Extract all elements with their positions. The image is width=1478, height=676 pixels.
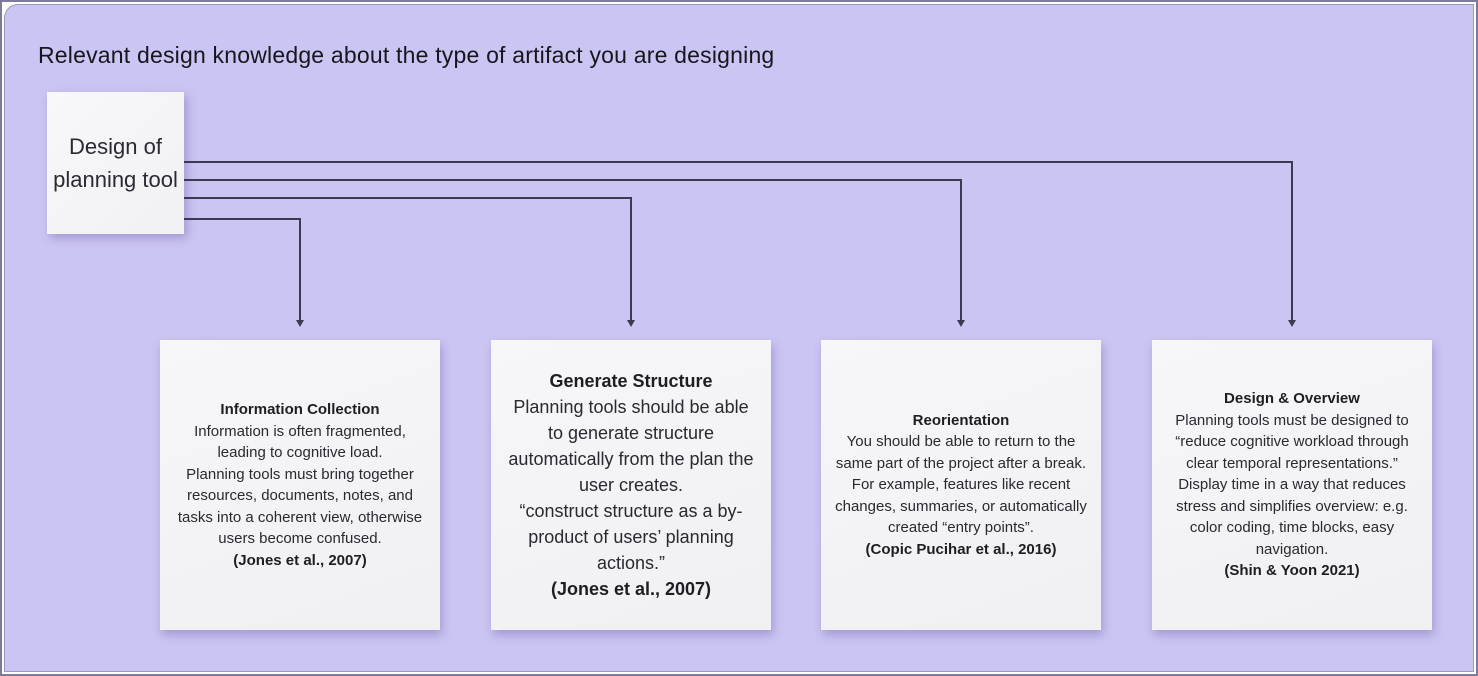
card-citation: (Jones et al., 2007) [550,579,712,599]
connector-horizontal-card1 [184,218,301,220]
card-information-collection[interactable]: Information Collection Information is of… [160,340,440,630]
card-paragraph: Planning tools must be designed to “redu… [1175,411,1409,472]
card-title: Information Collection [220,401,380,418]
card-citation: (Jones et al., 2007) [233,551,367,569]
card-generate-structure[interactable]: Generate Structure Planning tools should… [491,340,771,630]
connector-horizontal-card3 [184,179,962,181]
card-paragraph: Display time in a way that reduces stres… [1176,476,1408,558]
connector-horizontal-card4 [184,161,1293,163]
connector-vertical-card1 [299,218,301,320]
card-paragraph: “construct structure as a by-product of … [519,501,743,573]
connector-vertical-card4 [1291,161,1293,320]
card-paragraph: You should be able to return to the same… [835,433,1087,537]
page-title: Relevant design knowledge about the type… [38,42,775,68]
card-reorientation[interactable]: Reorientation You should be able to retu… [821,340,1101,630]
root-node-design-of-planning-tool[interactable]: Design of planning tool [47,92,184,234]
connector-vertical-card3 [960,179,962,320]
card-title: Design & Overview [1224,390,1360,408]
card-paragraph: Planning tools should be able to generat… [508,397,754,495]
card-title: Generate Structure [549,371,713,391]
card-design-and-overview[interactable]: Design & Overview Planning tools must be… [1152,340,1432,630]
arrowhead-down-icon [1288,320,1296,327]
card-title: Reorientation [912,411,1010,429]
card-paragraph: Planning tools must bring together resou… [177,465,423,548]
root-node-label: Design of planning tool [53,134,178,192]
card-paragraph: Information is often fragmented, leading… [194,422,406,462]
connector-horizontal-card2 [184,197,632,199]
arrowhead-down-icon [296,320,304,327]
card-citation: (Shin & Yoon 2021) [1224,562,1360,580]
arrowhead-down-icon [957,320,965,327]
connector-vertical-card2 [630,197,632,320]
arrowhead-down-icon [627,320,635,327]
card-citation: (Copic Pucihar et al., 2016) [865,540,1057,558]
